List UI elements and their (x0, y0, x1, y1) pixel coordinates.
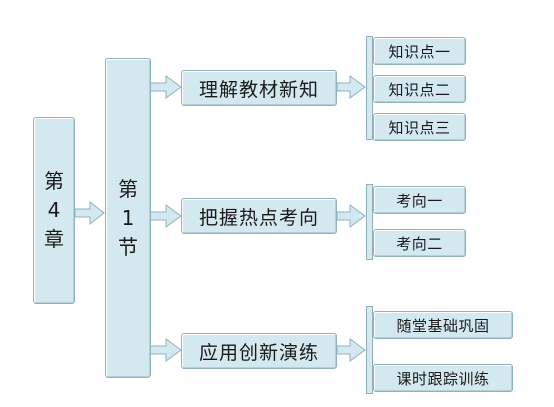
arrow-section-to-branch-1 (149, 75, 182, 99)
branch-1-item-3-label: 知识点三 (388, 118, 451, 137)
branch-3-item-1: 随堂基础巩固 (373, 311, 513, 339)
branch-1-item-2: 知识点二 (373, 75, 466, 103)
branch-3-item-2-label: 课时跟踪训练 (396, 369, 490, 388)
branch-3-label: 应用创新演练 (198, 341, 319, 364)
chapter-box: 第 4 章 (33, 117, 75, 304)
bracket-2 (366, 184, 373, 260)
section-char-3: 节 (118, 234, 138, 259)
branch-1-item-1-label: 知识点一 (388, 42, 451, 61)
section-box: 第 1 节 (105, 58, 151, 378)
arrow-section-to-branch-3 (149, 338, 182, 362)
branch-2-item-1-label: 考向一 (396, 191, 443, 210)
branch-2-item-2: 考向二 (373, 229, 466, 257)
branch-1-item-3: 知识点三 (373, 113, 466, 141)
branch-2-box: 把握热点考向 (181, 198, 337, 234)
branch-2-item-2-label: 考向二 (396, 234, 443, 253)
bracket-3 (366, 306, 373, 394)
branch-3-item-2: 课时跟踪训练 (373, 364, 513, 392)
branch-1-box: 理解教材新知 (181, 70, 337, 106)
chapter-char-2: 4 (47, 198, 61, 222)
arrow-chapter-to-section (74, 200, 105, 226)
branch-1-item-1: 知识点一 (373, 37, 466, 65)
branch-3-box: 应用创新演练 (181, 333, 337, 369)
section-char-1: 第 (118, 176, 138, 201)
bracket-1 (366, 36, 373, 140)
section-char-2: 1 (121, 205, 135, 230)
arrow-branch-2-to-items (336, 204, 366, 228)
branch-1-label: 理解教材新知 (198, 78, 319, 101)
branch-2-label: 把握热点考向 (198, 206, 319, 229)
branch-3-item-1-label: 随堂基础巩固 (396, 316, 490, 335)
chapter-char-1: 第 (44, 169, 64, 193)
arrow-branch-1-to-items (336, 75, 366, 99)
chapter-char-3: 章 (44, 227, 64, 251)
branch-1-item-2-label: 知识点二 (388, 80, 451, 99)
branch-2-item-1: 考向一 (373, 186, 466, 214)
arrow-branch-3-to-items (336, 338, 366, 362)
arrow-section-to-branch-2 (149, 204, 182, 228)
